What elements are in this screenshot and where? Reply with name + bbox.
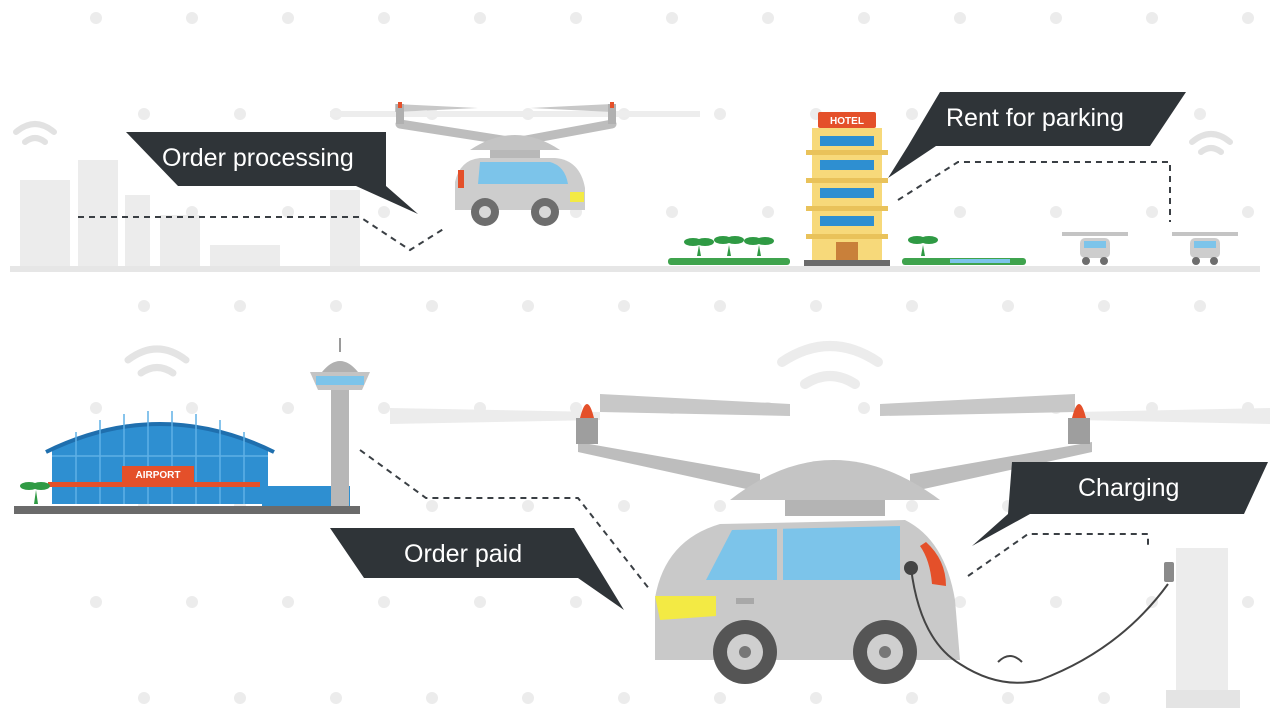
background-dot (186, 596, 198, 608)
background-dot (714, 692, 726, 704)
background-dot (906, 692, 918, 704)
background-dot (906, 300, 918, 312)
background-dot (138, 692, 150, 704)
background-dot (1002, 300, 1014, 312)
callout-label: Charging (1078, 474, 1179, 502)
palm-tree (684, 236, 774, 256)
background-dot (234, 108, 246, 120)
background-dot (714, 108, 726, 120)
background-dot (810, 300, 822, 312)
background-dot (666, 12, 678, 24)
city-skyline-background (20, 160, 360, 270)
background-dot (762, 12, 774, 24)
drone-car-parked (1172, 232, 1238, 265)
background-dot (474, 596, 486, 608)
hotel-building: HOTEL (804, 112, 890, 266)
background-dot (282, 596, 294, 608)
background-dot (762, 206, 774, 218)
background-dot (426, 500, 438, 512)
control-tower (310, 338, 370, 506)
background-dot (1050, 12, 1062, 24)
wifi-icon (13, 121, 57, 145)
background-dot (138, 108, 150, 120)
background-dot (1098, 300, 1110, 312)
callout-order-paid: Order paid (330, 449, 651, 610)
wifi-icon (124, 345, 190, 377)
hotel-sign: HOTEL (830, 116, 864, 127)
background-dot (1242, 206, 1254, 218)
background-dot (186, 402, 198, 414)
callout-charging: Charging (967, 462, 1268, 577)
background-dot (570, 596, 582, 608)
airport-terminal: AIRPORT (14, 411, 360, 514)
background-dot (570, 12, 582, 24)
background-dot (1194, 108, 1206, 120)
background-dot (378, 12, 390, 24)
drone-car-large (390, 394, 1270, 684)
background-dot (954, 206, 966, 218)
background-dot (282, 206, 294, 218)
background-dot (858, 402, 870, 414)
wifi-icon (1189, 131, 1233, 155)
drone-car-parked (1062, 232, 1128, 265)
charging-station (910, 548, 1240, 708)
callout-rent-for-parking: Rent for parking (888, 92, 1186, 222)
palm-tree (908, 236, 938, 256)
background-dot (1146, 206, 1158, 218)
grass-strip-left (668, 258, 790, 265)
background-dot (954, 596, 966, 608)
background-dot (666, 206, 678, 218)
background-dot (570, 402, 582, 414)
callout-label: Rent for parking (946, 104, 1124, 132)
background-dot (618, 500, 630, 512)
background-dot (426, 692, 438, 704)
background-dot (618, 692, 630, 704)
background-dot (1050, 206, 1062, 218)
callout-label: Order processing (162, 144, 354, 172)
background-dot (906, 500, 918, 512)
background-dot (1242, 596, 1254, 608)
background-dot (906, 108, 918, 120)
callout-label: Order paid (404, 540, 522, 568)
background-dot (858, 12, 870, 24)
background-dot (90, 596, 102, 608)
background-dot (1242, 12, 1254, 24)
palm-tree (20, 482, 50, 504)
background-dot (1098, 692, 1110, 704)
background-dot (234, 692, 246, 704)
background-dot (618, 300, 630, 312)
pool-strip (902, 258, 1026, 265)
background-dot (1194, 300, 1206, 312)
background-dot (954, 12, 966, 24)
background-dot (186, 12, 198, 24)
background-dot (282, 12, 294, 24)
background-dot (714, 300, 726, 312)
airport-sign: AIRPORT (136, 470, 181, 481)
background-dot (522, 500, 534, 512)
background-dot (810, 692, 822, 704)
background-dot (282, 402, 294, 414)
drone-car-small (330, 102, 700, 226)
background-dot (138, 300, 150, 312)
background-dot (522, 300, 534, 312)
background-dot (378, 206, 390, 218)
background-dot (522, 692, 534, 704)
background-dot (426, 300, 438, 312)
background-dot (330, 692, 342, 704)
callout-order-processing: Order processing (78, 132, 446, 252)
background-dot (474, 12, 486, 24)
wifi-icon (777, 341, 883, 389)
background-dot (90, 12, 102, 24)
background-dot (1146, 12, 1158, 24)
background-dot (378, 402, 390, 414)
background-dot (234, 300, 246, 312)
background-dot (1002, 692, 1014, 704)
background-dot (90, 402, 102, 414)
background-dot (378, 596, 390, 608)
upper-ground-line (10, 266, 1260, 272)
background-dot (330, 300, 342, 312)
background-dot (714, 500, 726, 512)
background-dot (1050, 596, 1062, 608)
